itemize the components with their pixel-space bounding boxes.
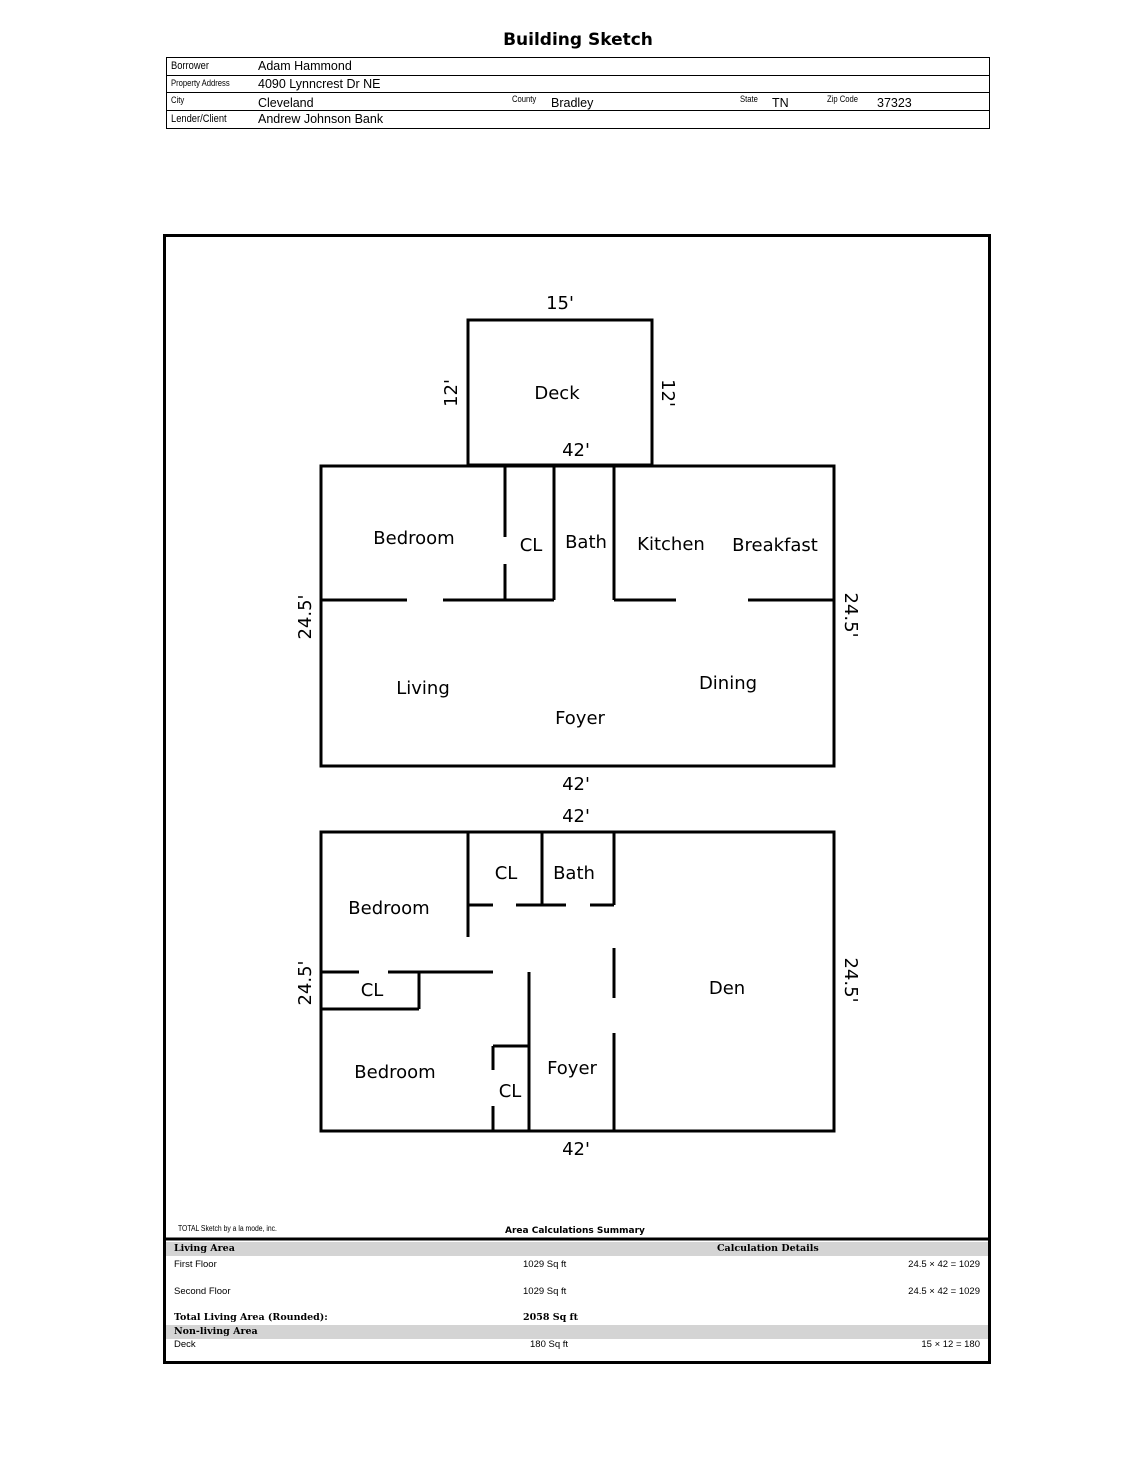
area-value: 180 Sq ft <box>530 1339 569 1350</box>
borrower-value: Adam Hammond <box>258 59 352 73</box>
page-title: Building Sketch <box>503 30 653 50</box>
second-floor-left-dim: 24.5' <box>295 960 316 1005</box>
zip-value: 37323 <box>877 96 912 110</box>
first-floor-left-dim: 24.5' <box>295 594 316 639</box>
first-floor-room-label: Bath <box>565 532 607 553</box>
city-label: City <box>171 95 185 105</box>
lender-label: Lender/Client <box>171 112 227 125</box>
area-summary-title: Area Calculations Summary <box>505 1226 645 1236</box>
city-value: Cleveland <box>258 96 314 110</box>
deck-depth-right-label: 12' <box>657 379 678 407</box>
second-floor-top-dim: 42' <box>562 806 590 827</box>
first-floor-room-label: Bedroom <box>373 528 454 549</box>
state-value: TN <box>772 96 789 110</box>
sketch-frame <box>163 234 991 1364</box>
living-area-header-row: Living Area Calculation Details <box>166 1242 988 1256</box>
first-floor-room-label: CL <box>520 535 543 556</box>
first-floor-room-label: Living <box>396 678 450 699</box>
second-floor-walls <box>319 830 836 1133</box>
area-calc: 24.5 × 42 = 1029 <box>908 1259 980 1270</box>
first-floor-bottom-dim: 42' <box>562 774 590 795</box>
borrower-label: Borrower <box>171 60 209 72</box>
first-floor-room-label: Breakfast <box>732 535 818 556</box>
area-value: 1029 Sq ft <box>523 1259 567 1270</box>
first-floor-room-label: Kitchen <box>637 534 705 555</box>
table-row: First Floor 1029 Sq ft 24.5 × 42 = 1029 <box>166 1258 988 1272</box>
living-area-label: Living Area <box>174 1243 235 1254</box>
area-value: 1029 Sq ft <box>523 1286 567 1297</box>
software-credit: TOTAL Sketch by a la mode, inc. <box>178 1224 277 1233</box>
total-living-label: Total Living Area (Rounded): <box>174 1312 328 1323</box>
zip-label: Zip Code <box>827 94 859 104</box>
total-living-value: 2058 Sq ft <box>523 1312 579 1323</box>
area-name: First Floor <box>174 1259 217 1270</box>
calculation-details-label: Calculation Details <box>717 1243 819 1254</box>
deck-width-label: 15' <box>546 293 574 314</box>
table-row: Second Floor 1029 Sq ft 24.5 × 42 = 1029 <box>166 1285 988 1299</box>
second-floor-room-label: Bedroom <box>354 1062 435 1083</box>
total-living-row: Total Living Area (Rounded): 2058 Sq ft <box>166 1311 988 1325</box>
address-row: Property Address 4090 Lynncrest Dr NE <box>167 76 989 93</box>
second-floor-bottom-dim: 42' <box>562 1139 590 1160</box>
second-floor-room-label: Bedroom <box>348 898 429 919</box>
state-label: State <box>740 94 758 104</box>
first-floor-walls <box>319 464 836 768</box>
nonliving-area-header-row: Non-living Area <box>166 1325 988 1339</box>
borrower-row: Borrower Adam Hammond <box>167 58 989 76</box>
first-floor-top-dim: 42' <box>562 440 590 461</box>
area-calc: 24.5 × 42 = 1029 <box>908 1286 980 1297</box>
second-floor-room-label: Den <box>709 978 745 999</box>
address-value: 4090 Lynncrest Dr NE <box>258 76 381 91</box>
area-calc: 15 × 12 = 180 <box>921 1339 980 1350</box>
table-row: Deck 180 Sq ft 15 × 12 = 180 <box>166 1338 988 1352</box>
second-floor-room-label: CL <box>361 980 384 1001</box>
deck-room-label: Deck <box>534 383 580 404</box>
address-label: Property Address <box>171 77 230 88</box>
first-floor-right-dim: 24.5' <box>840 592 861 637</box>
area-name: Second Floor <box>174 1286 231 1297</box>
second-floor-room-label: Bath <box>553 863 595 884</box>
nonliving-area-label: Non-living Area <box>174 1326 258 1337</box>
city-row: City Cleveland County Bradley State TN Z… <box>167 93 989 111</box>
area-name: Deck <box>174 1339 196 1350</box>
lender-row: Lender/Client Andrew Johnson Bank <box>167 111 989 129</box>
lender-value: Andrew Johnson Bank <box>258 111 384 126</box>
first-floor-room-label: Dining <box>699 673 757 694</box>
second-floor-room-label: CL <box>495 863 518 884</box>
county-label: County <box>512 94 537 104</box>
second-floor-room-label: CL <box>499 1081 522 1102</box>
second-floor-right-dim: 24.5' <box>840 957 861 1002</box>
first-floor-room-label: Foyer <box>555 708 605 729</box>
deck-depth-left-label: 12' <box>441 379 462 407</box>
property-header-table: Borrower Adam Hammond Property Address 4… <box>166 57 990 129</box>
county-value: Bradley <box>551 96 594 110</box>
second-floor-room-label: Foyer <box>547 1058 597 1079</box>
